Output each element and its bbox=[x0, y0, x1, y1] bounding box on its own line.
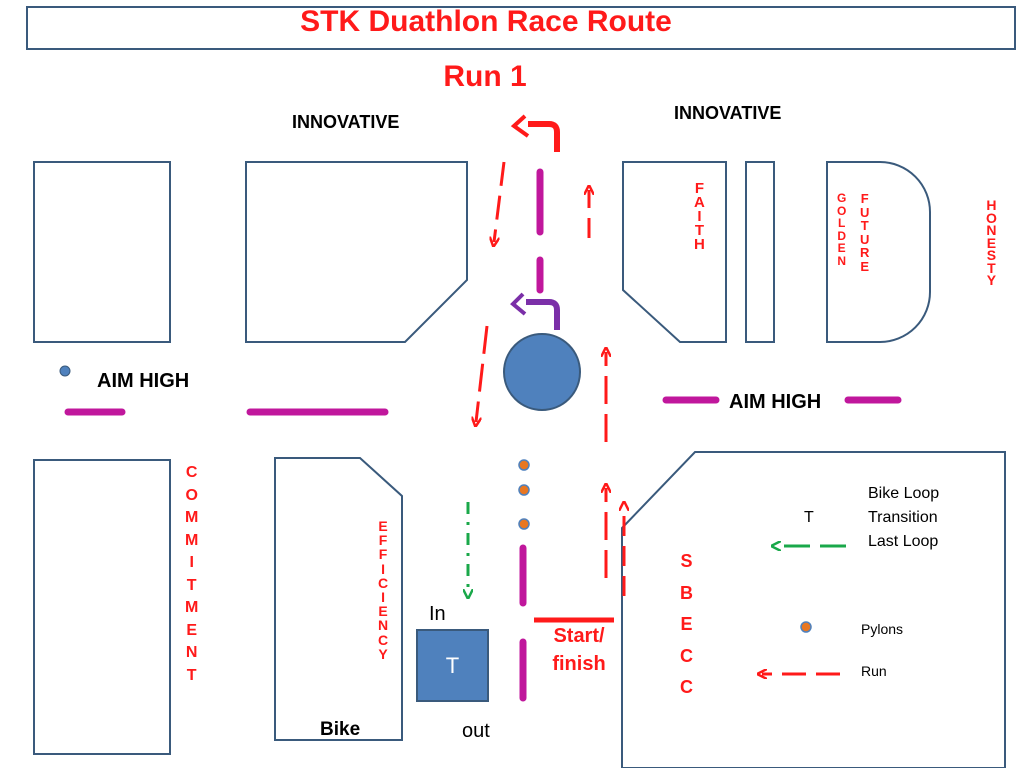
run-arrow bbox=[494, 161, 506, 242]
building-top-left bbox=[33, 161, 171, 343]
legend-label-bike-loop: Bike Loop bbox=[868, 485, 940, 502]
uturn-purple bbox=[526, 299, 560, 330]
label-aim-high-right: AIM HIGH bbox=[729, 391, 822, 413]
page-subtitle: Run 1 bbox=[443, 60, 527, 93]
legend-key-t: T bbox=[804, 509, 814, 526]
label-aim-high-left: AIM HIGH bbox=[97, 370, 190, 392]
legend-label-run: Run bbox=[861, 663, 887, 679]
marker-dot bbox=[59, 365, 71, 377]
transition-box bbox=[416, 629, 489, 702]
roundabout bbox=[503, 333, 581, 411]
label-innovative-right: INNOVATIVE bbox=[674, 103, 782, 123]
legend-label-transition: Transition bbox=[868, 509, 938, 526]
building-commitment bbox=[33, 459, 171, 755]
building-narrow bbox=[745, 161, 775, 343]
transition-label: T bbox=[445, 653, 460, 678]
label-innovative-left: INNOVATIVE bbox=[292, 112, 400, 132]
legend-label-pylons: Pylons bbox=[861, 621, 904, 637]
pylon bbox=[518, 459, 530, 471]
page-title: STK Duathlon Race Route bbox=[300, 5, 672, 38]
building-innovative-left bbox=[245, 161, 468, 343]
legend-pylon-symbol bbox=[800, 621, 812, 633]
building-golden-future bbox=[826, 161, 931, 343]
legend-label-last-loop: Last Loop bbox=[868, 533, 939, 550]
label-in: In bbox=[429, 603, 446, 625]
title-box bbox=[26, 6, 1016, 50]
label-bike: Bike bbox=[320, 719, 361, 740]
building-sbecc bbox=[621, 451, 1006, 768]
label-out: out bbox=[462, 720, 490, 742]
building-faith bbox=[622, 161, 727, 343]
pylon bbox=[518, 518, 530, 530]
label-start-finish: Start/ finish bbox=[552, 625, 606, 675]
building-efficiency bbox=[274, 457, 403, 741]
pylon bbox=[518, 484, 530, 496]
run-arrow bbox=[476, 325, 489, 422]
run-uturn-top bbox=[528, 121, 560, 152]
